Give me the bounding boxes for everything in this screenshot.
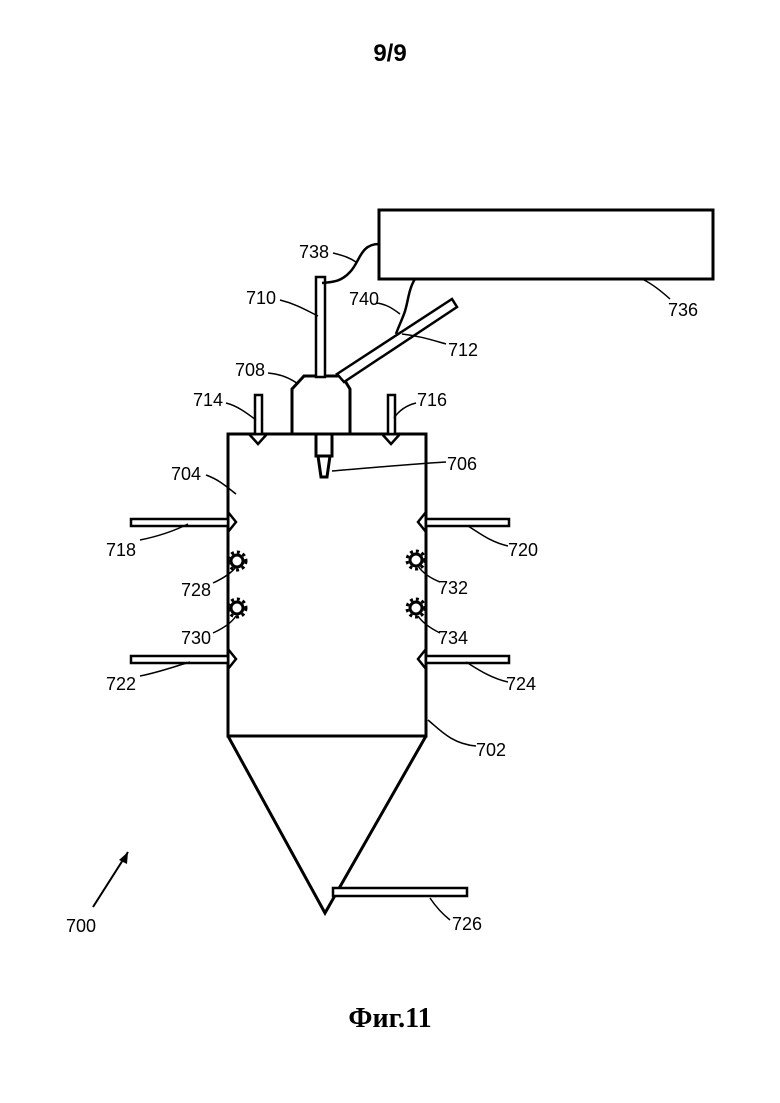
inlet-716 xyxy=(388,395,395,434)
label-740: 740 xyxy=(349,289,379,309)
label-726: 726 xyxy=(452,914,482,934)
side-pipe-722 xyxy=(131,656,228,663)
controller-box xyxy=(379,210,713,279)
label-712: 712 xyxy=(448,340,478,360)
label-700: 700 xyxy=(66,916,96,936)
sensor-732 xyxy=(410,554,422,566)
label-728: 728 xyxy=(181,580,211,600)
figure-caption: Фиг.11 xyxy=(0,1003,780,1035)
inlet-714 xyxy=(255,395,262,434)
label-710: 710 xyxy=(246,288,276,308)
vessel-cone xyxy=(228,736,426,913)
label-734: 734 xyxy=(438,628,468,648)
side-pipe-724 xyxy=(426,656,509,663)
label-724: 724 xyxy=(506,674,536,694)
arrow-700 xyxy=(93,852,128,907)
signal-line-738 xyxy=(322,244,379,283)
label-708: 708 xyxy=(235,360,265,380)
burner-head xyxy=(292,376,350,434)
label-714: 714 xyxy=(193,390,223,410)
side-pipe-718 xyxy=(131,519,228,526)
pipe-710 xyxy=(316,277,325,377)
sensor-728 xyxy=(231,555,243,567)
sensor-730 xyxy=(231,602,243,614)
sensor-734 xyxy=(410,602,422,614)
label-718: 718 xyxy=(106,540,136,560)
label-704: 704 xyxy=(171,464,201,484)
label-706: 706 xyxy=(447,454,477,474)
label-732: 732 xyxy=(438,578,468,598)
nozzle xyxy=(316,434,332,456)
label-738: 738 xyxy=(299,242,329,262)
label-720: 720 xyxy=(508,540,538,560)
outlet-726 xyxy=(333,888,467,896)
vessel-body xyxy=(228,434,426,736)
nozzle-tip xyxy=(318,456,330,477)
side-pipe-720 xyxy=(426,519,509,526)
label-722: 722 xyxy=(106,674,136,694)
label-730: 730 xyxy=(181,628,211,648)
label-716: 716 xyxy=(417,390,447,410)
label-736: 736 xyxy=(668,300,698,320)
label-702: 702 xyxy=(476,740,506,760)
